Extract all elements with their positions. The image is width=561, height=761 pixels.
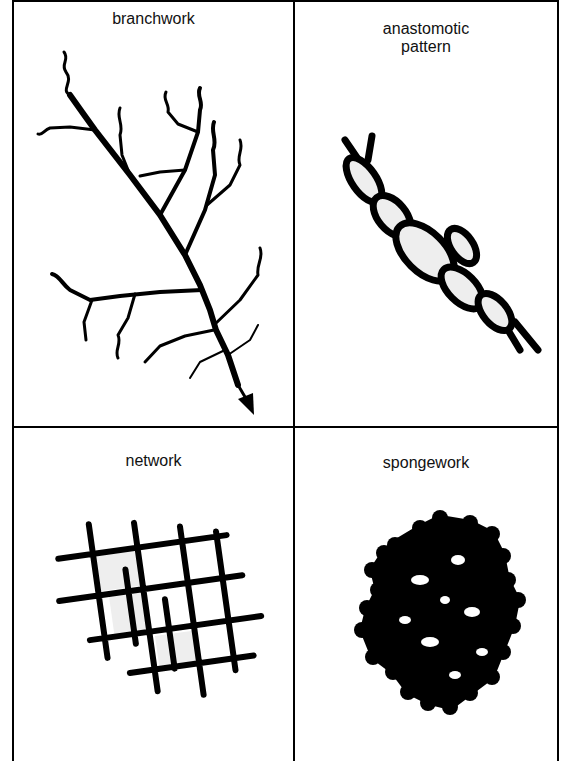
panel-title: network <box>54 452 254 470</box>
pattern-panel: spongework <box>293 426 559 761</box>
panel-title: spongework <box>326 454 526 472</box>
panel-title: branchwork <box>54 10 254 28</box>
anastomotic-drawing <box>339 136 538 350</box>
network-drawing <box>49 502 271 713</box>
panel-title: anastomotic pattern <box>371 20 481 56</box>
spongework-drawing <box>354 510 526 715</box>
pattern-panel: anastomotic pattern <box>293 0 559 428</box>
pattern-panel: network <box>12 426 295 761</box>
branchwork-drawing <box>38 52 261 415</box>
pattern-panel: branchwork <box>12 0 295 428</box>
